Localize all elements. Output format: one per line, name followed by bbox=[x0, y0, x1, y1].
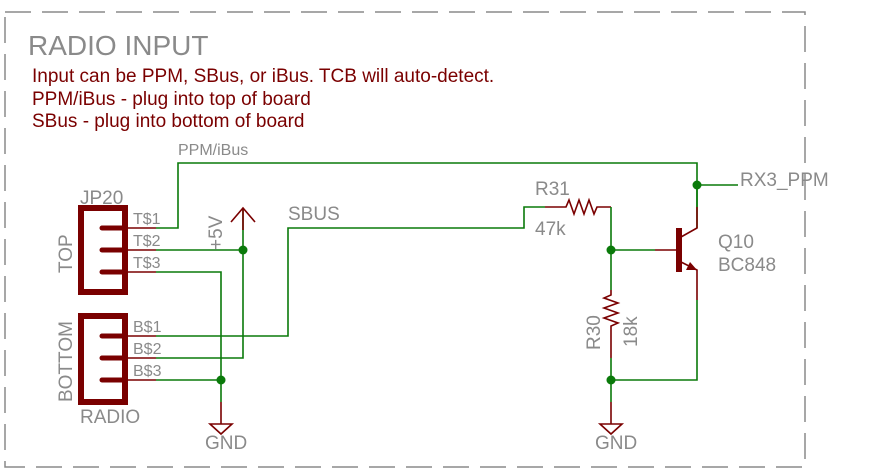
gnd-symbol-left bbox=[207, 402, 235, 436]
r30-value: 18k bbox=[621, 316, 642, 347]
gnd-label-right: GND bbox=[595, 433, 637, 454]
pin-label-b2: B$2 bbox=[133, 341, 162, 358]
connector-bottom-label: BOTTOM bbox=[56, 321, 77, 402]
supply-label: +5V bbox=[206, 215, 227, 250]
net-5v-wire[interactable] bbox=[156, 208, 244, 359]
connector-value: RADIO bbox=[80, 407, 140, 428]
r31-value: 47k bbox=[535, 219, 566, 240]
net-label-ppm: PPM/iBus bbox=[178, 142, 248, 159]
supply-5v-symbol bbox=[230, 206, 256, 230]
net-sbus-wire[interactable] bbox=[156, 206, 545, 337]
net-label-rx3: RX3_PPM bbox=[740, 170, 829, 191]
sheet-title: RADIO INPUT bbox=[28, 30, 208, 61]
q10-name: Q10 bbox=[718, 232, 754, 253]
junction-emitter bbox=[606, 375, 616, 385]
junction-5v bbox=[238, 245, 248, 255]
note-line-3: SBus - plug into bottom of board bbox=[32, 111, 305, 132]
pin-label-t3: T$3 bbox=[133, 255, 161, 272]
r30-name: R30 bbox=[584, 315, 605, 350]
junction-collector bbox=[692, 180, 702, 190]
q10-value: BC848 bbox=[718, 255, 776, 276]
r31-name: R31 bbox=[535, 179, 570, 200]
note-line-1: Input can be PPM, SBus, or iBus. TCB wil… bbox=[32, 66, 494, 87]
note-line-2: PPM/iBus - plug into top of board bbox=[32, 89, 311, 110]
net-gnd-wire[interactable] bbox=[156, 271, 222, 402]
junction-base bbox=[606, 245, 616, 255]
resistor-r31[interactable] bbox=[545, 197, 611, 217]
net-ppm-wire[interactable] bbox=[156, 162, 698, 229]
pin-label-b3: B$3 bbox=[133, 363, 162, 380]
connector-bottom[interactable] bbox=[78, 313, 156, 405]
connector-name: JP20 bbox=[80, 188, 123, 209]
pin-label-t2: T$2 bbox=[133, 233, 161, 250]
pin-label-b1: B$1 bbox=[133, 319, 162, 336]
pin-label-t1: T$1 bbox=[133, 211, 161, 228]
junction-gnd bbox=[216, 375, 226, 385]
net-emitter-wire[interactable] bbox=[611, 300, 698, 381]
net-label-sbus: SBUS bbox=[288, 204, 340, 225]
sheet-frame bbox=[4, 11, 806, 468]
gnd-symbol-right bbox=[597, 402, 625, 436]
transistor-q10[interactable] bbox=[676, 207, 698, 300]
resistor-r30[interactable] bbox=[601, 290, 621, 358]
connector-top[interactable] bbox=[78, 205, 156, 295]
connector-top-label: TOP bbox=[56, 234, 77, 273]
gnd-label-left: GND bbox=[205, 433, 247, 454]
